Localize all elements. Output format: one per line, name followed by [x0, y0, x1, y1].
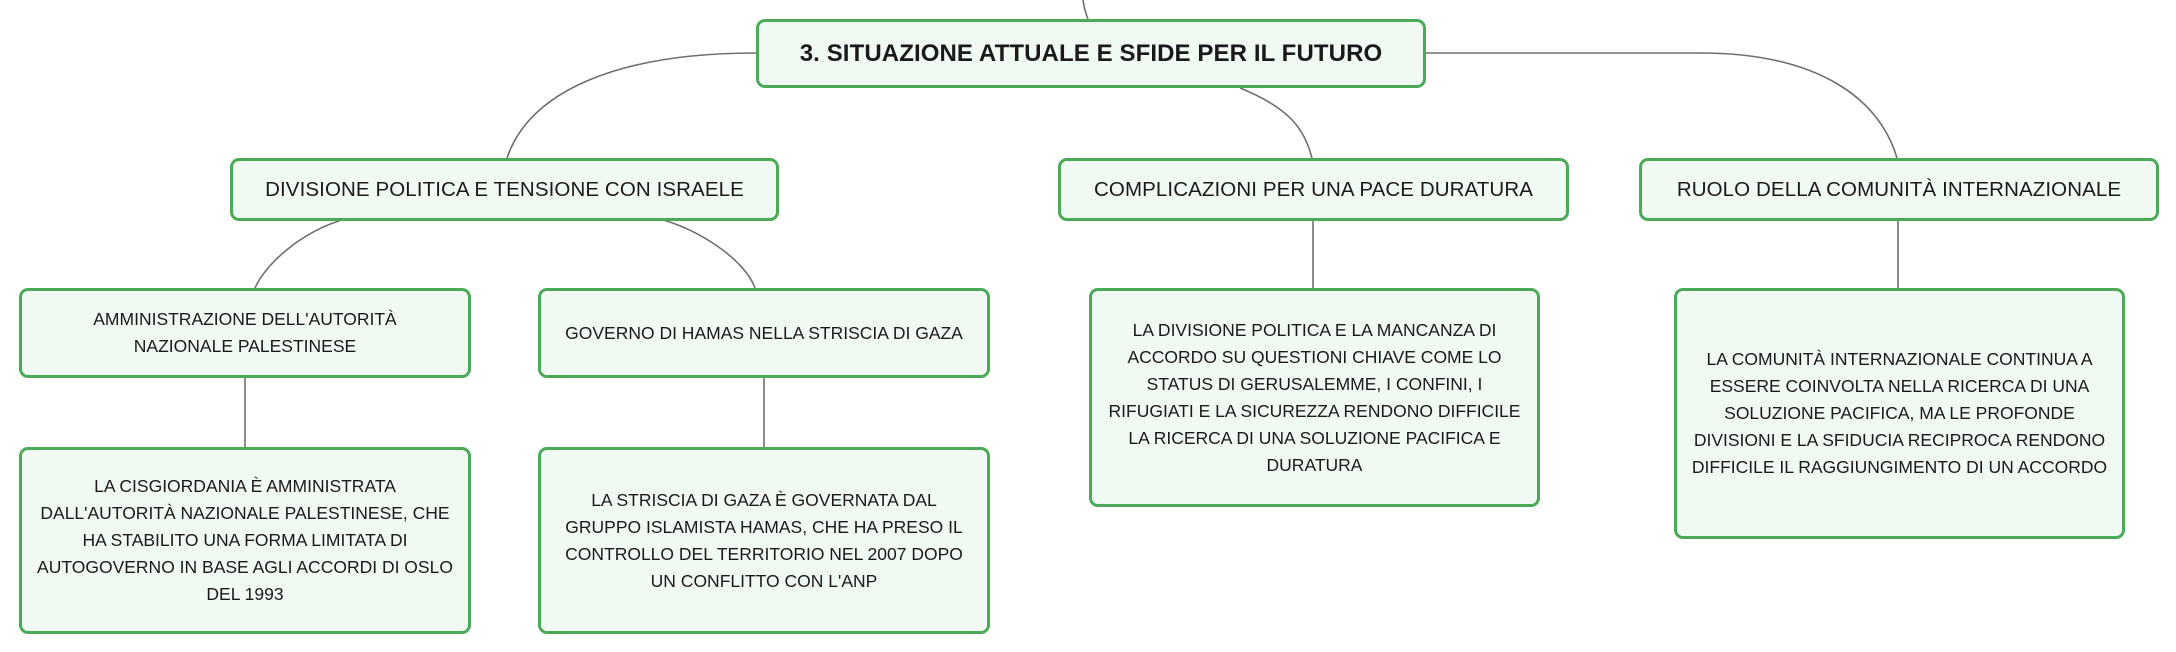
- connector-branch-1-to-sub-2: [659, 218, 756, 289]
- branch-node-international-role[interactable]: RUOLO DELLA COMUNITÀ INTERNAZIONALE: [1639, 158, 2159, 221]
- subtopic-node-hamas-government[interactable]: GOVERNO DI HAMAS NELLA STRISCIA DI GAZA: [538, 288, 990, 378]
- subtopic-label: GOVERNO DI HAMAS NELLA STRISCIA DI GAZA: [565, 322, 963, 343]
- subtopic-label: AMMINISTRAZIONE DELL'AUTORITÀ NAZIONALE …: [93, 309, 397, 356]
- central-topic-node[interactable]: 3. SITUAZIONE ATTUALE E SFIDE PER IL FUT…: [756, 19, 1426, 88]
- detail-node-international-role[interactable]: LA COMUNITÀ INTERNAZIONALE CONTINUA A ES…: [1674, 288, 2125, 539]
- connector-central-to-branch-2: [1239, 87, 1313, 159]
- detail-node-peace-complications[interactable]: LA DIVISIONE POLITICA E LA MANCANZA DI A…: [1089, 288, 1540, 507]
- detail-text: LA CISGIORDANIA È AMMINISTRATA DALL'AUTO…: [37, 476, 453, 604]
- branch-label: RUOLO DELLA COMUNITÀ INTERNAZIONALE: [1676, 177, 2122, 201]
- branch-label: DIVISIONE POLITICA E TENSIONE CON ISRAEL…: [265, 177, 744, 201]
- central-topic-label: 3. SITUAZIONE ATTUALE E SFIDE PER IL FUT…: [799, 39, 1383, 67]
- detail-node-anp[interactable]: LA CISGIORDANIA È AMMINISTRATA DALL'AUTO…: [19, 447, 471, 634]
- branch-label: COMPLICAZIONI PER UNA PACE DURATURA: [1094, 177, 1533, 201]
- connector-parent-to-central: [1082, 0, 1089, 20]
- detail-node-hamas[interactable]: LA STRISCIA DI GAZA È GOVERNATA DAL GRUP…: [538, 447, 990, 634]
- detail-text: LA STRISCIA DI GAZA È GOVERNATA DAL GRUP…: [565, 489, 963, 591]
- connector-branch-1-to-sub-1: [254, 218, 346, 289]
- connector-central-to-branch-1: [506, 52, 757, 159]
- subtopic-node-anp-administration[interactable]: AMMINISTRAZIONE DELL'AUTORITÀ NAZIONALE …: [19, 288, 471, 378]
- connector-central-to-branch-3: [1426, 52, 1898, 159]
- detail-text: LA DIVISIONE POLITICA E LA MANCANZA DI A…: [1108, 319, 1521, 475]
- detail-text: LA COMUNITÀ INTERNAZIONALE CONTINUA A ES…: [1691, 349, 2108, 477]
- branch-node-political-division[interactable]: DIVISIONE POLITICA E TENSIONE CON ISRAEL…: [230, 158, 779, 221]
- branch-node-peace-complications[interactable]: COMPLICAZIONI PER UNA PACE DURATURA: [1058, 158, 1569, 221]
